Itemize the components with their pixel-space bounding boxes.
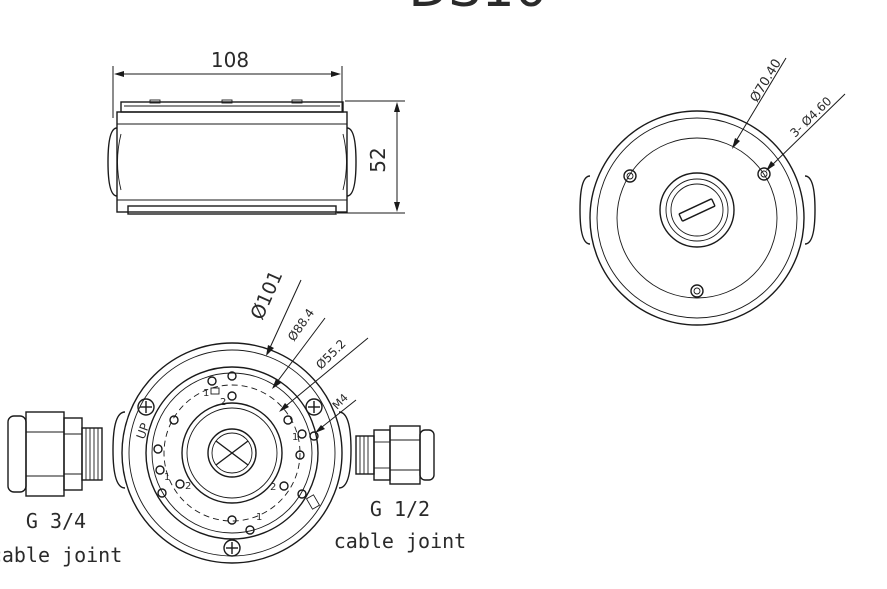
pin-label-1: 1 [203, 388, 209, 399]
dia-88-label: Ø88.4 [285, 306, 317, 344]
screw-top-left [137, 398, 155, 416]
hole-label: 3- Ø4.60 [787, 94, 834, 140]
pin-label-6: 2 [270, 482, 276, 493]
pin-label-5: 1 [292, 432, 298, 443]
left-joint-size: G 3/4 [26, 509, 86, 533]
right-joint-name: cable joint [334, 529, 466, 553]
up-marker: UP [134, 421, 153, 441]
right-cable-joint: G 1/2 cable joint [334, 425, 466, 553]
drawing-title: DS10 [408, 0, 547, 19]
pin-label-7: 1 [256, 512, 262, 523]
right-joint-size: G 1/2 [370, 497, 430, 521]
screw-bottom [223, 539, 241, 557]
left-cable-joint: G 3/4 cable joint [0, 411, 122, 567]
pin-label-3: 1 [164, 472, 170, 483]
dia-101-label: Ø101 [246, 267, 287, 323]
side-height-dimension: 52 [366, 147, 390, 172]
dia-55-label: Ø55.2 [313, 337, 348, 372]
dia-70-label: Ø70.40 [748, 57, 785, 105]
left-joint-name: cable joint [0, 543, 122, 567]
bottom-view: Ø70.40 3- Ø4.60 [579, 57, 846, 326]
side-view: 108 52 [107, 48, 405, 215]
front-view: 1 2 1 2 1 2 1 UP Ø101 Ø88.4 Ø55.2 M4 [112, 267, 369, 564]
screw-top-right [305, 398, 323, 416]
pin-label-4: 2 [185, 481, 191, 492]
pin-label-2: 2 [220, 397, 226, 408]
side-width-dimension: 108 [211, 48, 249, 72]
